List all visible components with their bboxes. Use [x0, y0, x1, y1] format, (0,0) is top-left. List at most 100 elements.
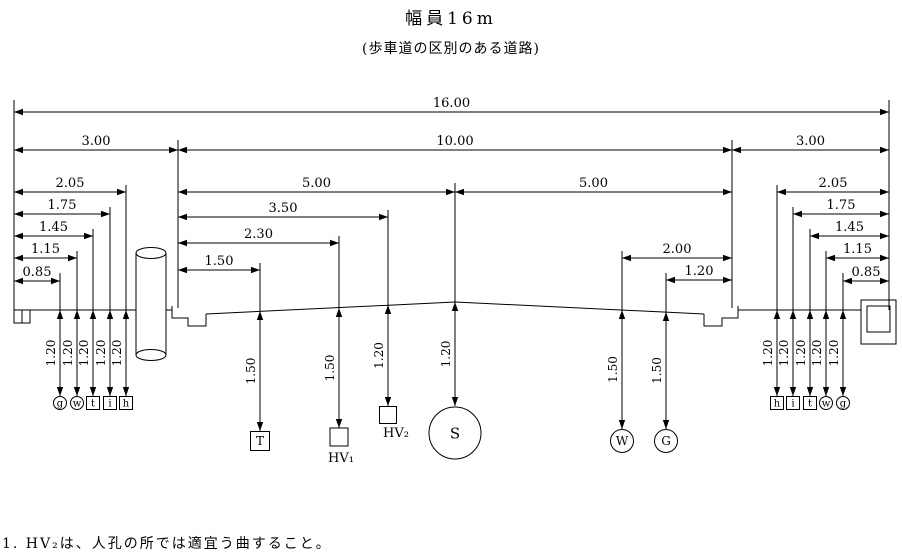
structures-layer	[13, 247, 897, 361]
arrowhead-down	[89, 387, 97, 396]
dim-label: 0.85	[23, 265, 52, 280]
HV2-caption: HV₂	[383, 426, 409, 441]
diagram-subtitle: (歩車道の区別のある道路)	[362, 41, 540, 57]
dim-label: 5.00	[579, 176, 608, 191]
symbol-letter: t	[808, 399, 812, 410]
arrowhead-down	[806, 387, 814, 396]
arrowhead-up	[56, 310, 64, 319]
arrowhead-left	[14, 146, 23, 154]
arrowhead-up	[789, 310, 797, 319]
dim-label: 3.00	[82, 134, 111, 149]
symbol-letter: h	[123, 399, 130, 410]
arrowhead-left	[178, 213, 187, 221]
dim-label: 1.50	[205, 254, 234, 269]
depth-label: 1.20	[761, 340, 775, 367]
arrowhead-right	[330, 239, 339, 247]
depth-arrow-HV2: 1.20	[372, 210, 392, 406]
h-dim-5-5.00: 5.00	[178, 176, 455, 196]
dim-label: 1.20	[685, 264, 714, 279]
utility-symbol-h-left: h	[119, 396, 133, 410]
dim-label: 16.00	[433, 96, 470, 111]
depth-arrow-g-right: 1.20	[827, 273, 847, 396]
left-curb	[171, 306, 207, 327]
arrowhead-down	[256, 422, 264, 431]
arrowhead-up	[806, 310, 814, 319]
arrowhead-down	[73, 387, 81, 396]
utility-symbol-g-right: g	[836, 396, 850, 410]
arrowhead-left	[666, 276, 675, 284]
depth-label: 1.20	[61, 340, 75, 367]
arrowhead-left	[14, 210, 23, 218]
h-dim-15-1.50: 1.50	[178, 254, 260, 274]
arrowhead-left	[732, 146, 741, 154]
depth-arrow-i-right: 1.20	[777, 207, 797, 396]
arrowhead-up	[89, 310, 97, 319]
h-dim-19-1.20: 1.20	[666, 264, 732, 284]
depth-arrow-g-left: 1.20	[44, 273, 64, 396]
depth-label: 1.20	[439, 341, 453, 368]
h-dim-13-1.45: 1.45	[810, 220, 889, 240]
arrowhead-right	[880, 188, 889, 196]
arrowhead-right	[723, 254, 732, 262]
arrowhead-down	[451, 397, 459, 406]
symbol-letter: w	[73, 399, 82, 410]
utility-symbol-HV1	[329, 427, 349, 447]
h-dim-0-16.00: 16.00	[14, 96, 889, 116]
symbol-letter: h	[774, 399, 781, 410]
h-dim-8-1.75: 1.75	[14, 198, 110, 218]
symbol-letter: g	[840, 399, 847, 410]
arrowhead-down	[106, 387, 114, 396]
depth-label: 1.20	[777, 340, 791, 367]
arrowhead-down	[789, 387, 797, 396]
utility-symbol-w-right: w	[819, 396, 833, 410]
arrowhead-left	[14, 254, 23, 262]
depth-label: 1.50	[244, 358, 258, 385]
depth-label: 1.20	[44, 340, 58, 367]
h-dim-4-2.05: 2.05	[14, 176, 126, 196]
dim-label: 1.75	[48, 198, 77, 213]
dim-label: 2.30	[244, 227, 273, 242]
depth-arrow-W: 1.50	[606, 251, 626, 429]
h-dim-11-1.45: 1.45	[14, 220, 93, 240]
depth-arrow-T: 1.50	[244, 263, 264, 431]
symbol-letter: W	[616, 434, 629, 448]
arrowhead-right	[880, 108, 889, 116]
depth-arrow-h-left: 1.20	[110, 185, 130, 396]
arrowhead-left	[622, 254, 631, 262]
depth-label: 1.50	[650, 357, 664, 384]
arrowhead-left	[455, 188, 464, 196]
dim-label: 1.15	[31, 242, 60, 257]
utility-symbol-g-left: g	[53, 396, 67, 410]
arrowhead-up	[618, 310, 626, 319]
utility-symbol-h-right: h	[770, 396, 784, 410]
arrowhead-down	[384, 397, 392, 406]
dim-label: 2.05	[819, 176, 848, 191]
arrowhead-up	[451, 302, 459, 311]
depth-arrow-w-right: 1.20	[810, 251, 830, 396]
arrowhead-down	[839, 387, 847, 396]
depth-label: 1.50	[606, 356, 620, 383]
arrowhead-left	[178, 266, 187, 274]
arrowhead-right	[379, 213, 388, 221]
dim-label: 5.00	[302, 176, 331, 191]
utility-symbol-i-right: i	[786, 396, 800, 410]
arrowhead-right	[880, 254, 889, 262]
arrowhead-right	[880, 146, 889, 154]
arrowhead-left	[14, 108, 23, 116]
arrowhead-right	[723, 188, 732, 196]
depth-label: 1.20	[77, 340, 91, 367]
arrowhead-right	[446, 188, 455, 196]
symbol-letter: G	[661, 434, 671, 448]
arrowhead-down	[618, 420, 626, 429]
h-dim-18-0.85: 0.85	[14, 265, 60, 285]
dim-label: 3.50	[269, 201, 298, 216]
arrowhead-left	[178, 188, 187, 196]
h-dim-6-5.00: 5.00	[455, 176, 732, 196]
arrowhead-up	[335, 308, 343, 317]
h-dim-9-3.50: 3.50	[178, 201, 388, 221]
utility-symbol-t-left: t	[86, 396, 100, 410]
symbol-letter: i	[791, 399, 794, 410]
